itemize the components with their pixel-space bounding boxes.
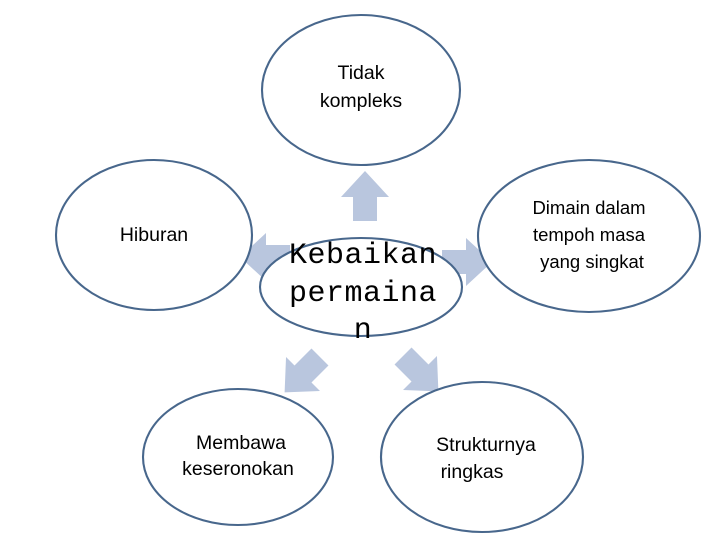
center-node-kebaikan-permainan[interactable]: Kebaikan permaina n (258, 236, 464, 348)
center-node-label-line-3: n (354, 314, 373, 348)
center-node-shape[interactable] (258, 236, 464, 338)
node-dimain-dalam-tempoh-label-line-3: yang singkat (540, 251, 644, 272)
node-strukturnya-ringkas[interactable]: Strukturnya ringkas (379, 380, 585, 534)
node-strukturnya-ringkas-shape[interactable] (379, 380, 585, 534)
node-tidak-kompleks-shape[interactable] (260, 13, 462, 167)
node-strukturnya-ringkas-label-line-1: Strukturnya (436, 434, 536, 456)
node-tidak-kompleks-label-line-1: Tidak (338, 62, 385, 84)
node-tidak-kompleks[interactable]: Tidak kompleks (260, 13, 462, 167)
node-tidak-kompleks-label-line-2: kompleks (320, 90, 403, 112)
node-membawa-keseronokan-shape[interactable] (141, 387, 335, 527)
node-dimain-dalam-tempoh[interactable]: Dimain dalam tempoh masa yang singkat (476, 158, 702, 314)
node-strukturnya-ringkas-label-line-2: ringkas (441, 461, 504, 483)
node-membawa-keseronokan[interactable]: Membawa keseronokan (141, 387, 335, 527)
arrow-down-left-icon (284, 348, 329, 393)
node-hiburan[interactable]: Hiburan (54, 158, 254, 312)
node-dimain-dalam-tempoh-shape[interactable] (476, 158, 702, 314)
arrow-up-icon (341, 171, 389, 221)
node-dimain-dalam-tempoh-label-line-1: Dimain dalam (532, 197, 645, 218)
node-membawa-keseronokan-label-line-1: Membawa (196, 432, 286, 454)
arrow-down-right-icon (394, 347, 439, 392)
center-node-label-line-2: permaina (289, 277, 437, 311)
node-dimain-dalam-tempoh-label-line-2: tempoh masa (533, 224, 646, 245)
node-membawa-keseronokan-label-line-2: keseronokan (182, 458, 294, 480)
node-hiburan-label: Hiburan (120, 224, 188, 246)
center-node-label-line-1: Kebaikan (289, 239, 437, 273)
node-hiburan-shape[interactable] (54, 158, 254, 312)
